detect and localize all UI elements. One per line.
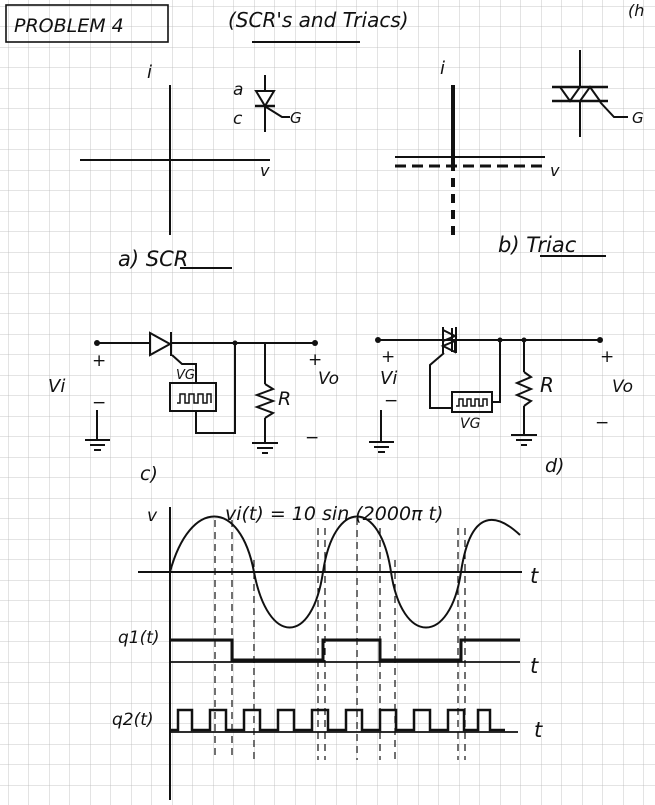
waveform-t-label-1: t bbox=[530, 564, 539, 588]
d-gate-source-label: VG bbox=[460, 416, 481, 432]
c-output-minus: − bbox=[305, 428, 319, 448]
scr-gate-label: G bbox=[290, 109, 302, 127]
scr-current-axis-label: i bbox=[147, 62, 152, 83]
c-output-terminal bbox=[312, 340, 318, 346]
d-triac-gate-wire bbox=[429, 352, 452, 409]
waveform-t-label-2: t bbox=[530, 654, 539, 678]
c-scr-triangle bbox=[149, 331, 173, 357]
d-input-plus: + bbox=[381, 347, 395, 367]
q1-label: q1(t) bbox=[118, 628, 160, 648]
part-d-circuit bbox=[369, 327, 600, 453]
c-output-label: Vo bbox=[318, 369, 339, 389]
triac-voltage-axis-label: v bbox=[550, 161, 560, 180]
d-triac-triangle-1 bbox=[442, 328, 458, 343]
c-input-plus: + bbox=[92, 351, 106, 371]
d-gate-return bbox=[492, 340, 501, 403]
part-b-triac bbox=[395, 50, 628, 240]
header: PROBLEM 4 (SCR's and Triacs) (h bbox=[5, 1, 644, 43]
timing-guides bbox=[214, 518, 466, 760]
part-a-scr bbox=[80, 75, 290, 235]
part-c-circuit bbox=[85, 331, 315, 454]
d-junction-1 bbox=[497, 337, 503, 343]
part-b-caption: b) Triac bbox=[498, 233, 577, 257]
c-input-minus: − bbox=[92, 393, 106, 413]
scr-voltage-axis-label: v bbox=[260, 161, 270, 180]
waveform-equation: vi(t) = 10 sin (2000π t) bbox=[225, 503, 443, 525]
c-output-plus: + bbox=[308, 350, 322, 370]
d-resistor-zigzag bbox=[514, 371, 534, 407]
d-output-minus: − bbox=[595, 413, 609, 433]
part-c-caption: c) bbox=[140, 463, 158, 485]
d-input-minus: − bbox=[384, 391, 398, 411]
c-gate-wire bbox=[171, 354, 197, 383]
c-resistor-zigzag bbox=[254, 383, 276, 419]
subtitle: (SCR's and Triacs) bbox=[228, 8, 409, 32]
d-resistor-label: R bbox=[540, 373, 554, 397]
scr-gate-lead bbox=[265, 106, 290, 118]
triac-triangle-down bbox=[558, 86, 582, 103]
c-gate-source-label: VG bbox=[176, 368, 195, 383]
q2-waveform bbox=[170, 708, 505, 732]
c-input-label: Vi bbox=[48, 376, 65, 397]
corner-mark: (h bbox=[628, 1, 644, 20]
q2-label: q2(t) bbox=[112, 710, 154, 730]
c-resistor-label: R bbox=[278, 388, 291, 410]
waveform-section bbox=[138, 507, 522, 800]
problem-label: PROBLEM 4 bbox=[14, 15, 124, 37]
c-junction bbox=[232, 340, 238, 346]
problem-box bbox=[5, 4, 169, 43]
c-gate-source-box bbox=[169, 382, 217, 412]
d-junction-2 bbox=[521, 337, 527, 343]
d-output-terminal bbox=[597, 337, 603, 343]
d-output-plus: + bbox=[600, 347, 614, 367]
d-output-label: Vo bbox=[612, 377, 633, 397]
part-a-caption: a) SCR bbox=[118, 247, 188, 271]
triac-gate-label: G bbox=[632, 109, 644, 127]
d-input-terminal bbox=[375, 337, 381, 343]
triac-gate-lead bbox=[599, 101, 628, 118]
scr-anode-label: a bbox=[233, 80, 243, 100]
waveform-t-label-3: t bbox=[534, 718, 543, 742]
triac-current-axis-label: i bbox=[440, 58, 445, 79]
c-gate-pulse-glyph bbox=[177, 393, 212, 404]
c-input-terminal bbox=[94, 340, 100, 346]
c-gate-return bbox=[195, 343, 236, 434]
input-sine-wave bbox=[169, 515, 521, 629]
scr-cathode-label: c bbox=[233, 109, 243, 129]
q1-waveform bbox=[170, 638, 520, 662]
part-d-caption: d) bbox=[545, 455, 564, 477]
d-gate-pulse-glyph bbox=[456, 398, 488, 407]
scr-diode-triangle bbox=[254, 90, 276, 108]
d-input-label: Vi bbox=[380, 368, 397, 389]
waveform-v-label: v bbox=[147, 506, 158, 526]
